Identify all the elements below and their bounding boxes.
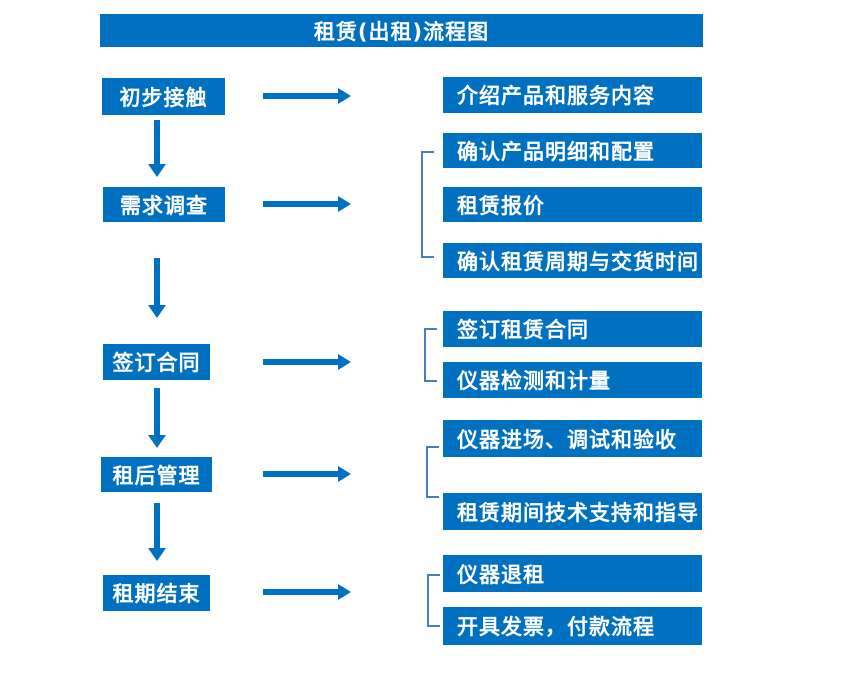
down-arrow-icon (148, 388, 166, 448)
bracket-rental-end-group (427, 574, 440, 627)
bracket-post-rental-group (426, 446, 439, 498)
detail-box-sign-rental-contract: 签订租赁合同 (443, 311, 702, 347)
step-box-demand-survey: 需求调查 (103, 187, 225, 222)
right-arrow-icon (263, 88, 351, 104)
down-arrow-icon (148, 258, 166, 318)
detail-box-confirm-product-details: 确认产品明细和配置 (443, 133, 702, 168)
detail-box-instrument-inspection: 仪器检测和计量 (443, 362, 702, 398)
down-arrow-icon (148, 120, 166, 177)
down-arrow-icon (148, 503, 166, 561)
step-box-rental-end: 租期结束 (103, 575, 210, 611)
step-box-initial-contact: 初步接触 (102, 78, 225, 115)
right-arrow-icon (263, 466, 351, 482)
flowchart-title: 租赁(出租)流程图 (313, 19, 490, 44)
right-arrow-icon (263, 354, 351, 370)
bracket-demand-survey-group (421, 151, 434, 258)
flowchart-title-bar: 租赁(出租)流程图 (100, 14, 703, 47)
detail-box-introduce-products: 介绍产品和服务内容 (443, 77, 702, 113)
detail-box-instrument-return: 仪器退租 (443, 555, 702, 592)
right-arrow-icon (263, 584, 351, 600)
step-box-sign-contract: 签订合同 (103, 344, 210, 380)
detail-box-rental-quote: 租赁报价 (443, 187, 702, 222)
step-box-post-rental-management: 租后管理 (101, 457, 212, 492)
right-arrow-icon (263, 196, 351, 212)
bracket-sign-contract-group (424, 328, 437, 382)
detail-box-invoice-payment: 开具发票，付款流程 (443, 607, 702, 645)
detail-box-technical-support: 租赁期间技术支持和指导 (443, 493, 702, 530)
detail-box-instrument-setup-acceptance: 仪器进场、调试和验收 (443, 420, 702, 457)
detail-box-confirm-rental-period: 确认租赁周期与交货时间 (443, 243, 702, 278)
